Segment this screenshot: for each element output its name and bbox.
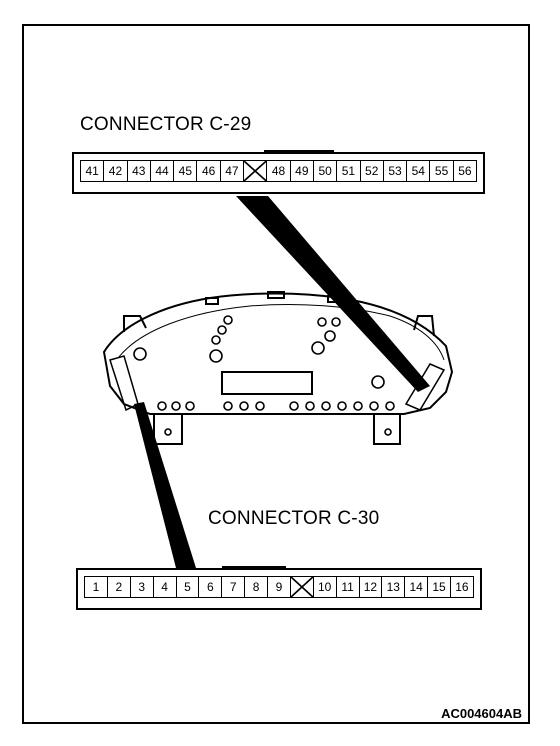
blank-pin-cross bbox=[244, 161, 268, 181]
pin-number: 3 bbox=[131, 577, 154, 597]
c29-leader-wedge bbox=[236, 196, 430, 392]
pin-number: 49 bbox=[291, 161, 314, 181]
pin-number: 51 bbox=[337, 161, 361, 181]
connector-c30-lock-tab bbox=[222, 566, 286, 570]
pin-number: 5 bbox=[177, 577, 200, 597]
pin-number: 47 bbox=[221, 161, 245, 181]
pin-number: 6 bbox=[199, 577, 223, 597]
pin-number: 7 bbox=[222, 577, 246, 597]
pin-number: 50 bbox=[314, 161, 338, 181]
pin-number: 55 bbox=[430, 161, 454, 181]
cluster-housing bbox=[102, 291, 454, 445]
pin-number: 12 bbox=[360, 577, 383, 597]
pin-number: 53 bbox=[384, 161, 408, 181]
cluster-lamp-holes bbox=[133, 315, 395, 436]
pin-number: 41 bbox=[81, 161, 105, 181]
pin-number: 45 bbox=[174, 161, 198, 181]
pin-number: 14 bbox=[405, 577, 429, 597]
c30-leader-wedge bbox=[134, 402, 196, 568]
pin-number: 13 bbox=[382, 577, 406, 597]
figure-id: AC004604AB bbox=[441, 706, 522, 721]
pin-number: 43 bbox=[128, 161, 151, 181]
pin-number: 1 bbox=[85, 577, 108, 597]
connector-c30-title: CONNECTOR C-30 bbox=[208, 508, 380, 529]
pin-number: 48 bbox=[267, 161, 291, 181]
pin-number: 9 bbox=[268, 577, 291, 597]
pin-number: 10 bbox=[314, 577, 337, 597]
blank-pin-cross bbox=[290, 577, 314, 597]
pin-number: 11 bbox=[337, 577, 360, 597]
pin-number: 4 bbox=[154, 577, 177, 597]
pin-number: 8 bbox=[245, 577, 268, 597]
pin-number: 56 bbox=[458, 164, 472, 178]
pin-number: 42 bbox=[104, 161, 128, 181]
pin-number: 2 bbox=[108, 577, 131, 597]
diagram-frame bbox=[22, 24, 530, 724]
pin-number: 54 bbox=[407, 161, 431, 181]
pin-number: 16 bbox=[455, 580, 469, 594]
connector-c29-lock-tab bbox=[264, 150, 334, 154]
pin-number: 15 bbox=[428, 577, 451, 597]
connector-c29-title: CONNECTOR C-29 bbox=[80, 114, 252, 135]
pin-number: 46 bbox=[197, 161, 221, 181]
pin-number: 44 bbox=[151, 161, 175, 181]
pin-number: 52 bbox=[361, 161, 384, 181]
